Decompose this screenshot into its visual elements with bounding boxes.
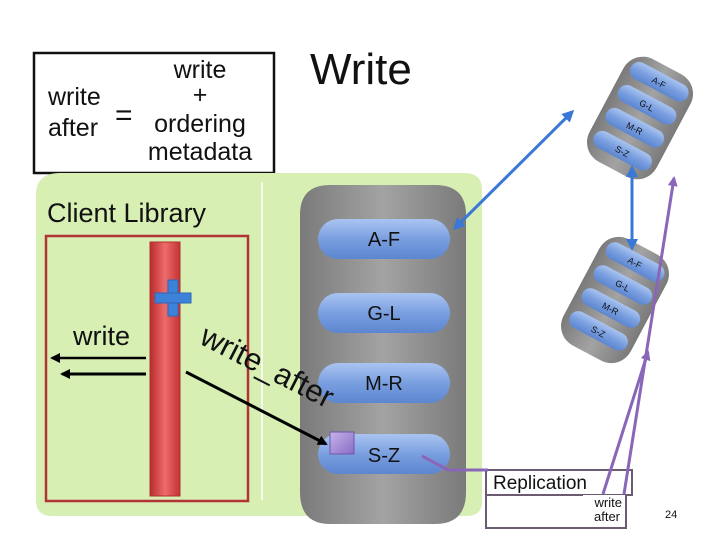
metadata-square — [329, 431, 355, 455]
client-library-label: Client Library — [47, 198, 207, 228]
replication-after: after — [594, 509, 621, 524]
replication-link — [421, 454, 488, 472]
replication-arrow-top — [452, 109, 575, 231]
equation-rhs-ordering: ordering — [154, 110, 246, 138]
shard-af: A-F — [318, 219, 450, 259]
write-after-arrow — [185, 370, 328, 446]
shard-mr: M-R — [318, 363, 450, 403]
shard-mr-label: M-R — [365, 373, 403, 395]
replication-box: Replication write after — [485, 469, 633, 529]
equation-equals: = — [115, 99, 133, 132]
shard-sz-label: S-Z — [368, 445, 400, 467]
shard-gl-label: G-L — [367, 303, 400, 325]
plus-icon — [154, 279, 192, 317]
shard-gl: G-L — [318, 293, 450, 333]
equation-lhs-after: after — [48, 114, 98, 142]
client-write-bar — [149, 241, 181, 497]
replication-arrow-purple-top — [622, 176, 678, 495]
equation-lhs-write: write — [47, 83, 101, 111]
equation-rhs-metadata: metadata — [148, 138, 252, 166]
slide-title: Write — [310, 45, 412, 94]
client-library-box — [44, 234, 250, 503]
equation-rhs-write: write — [173, 56, 227, 84]
write-label: write — [72, 321, 130, 351]
middle-replica-server: A-F G-L M-R S-Z — [561, 236, 669, 364]
shard-af-label: A-F — [368, 229, 400, 251]
equation-box — [32, 51, 276, 175]
replication-write: write — [594, 495, 622, 510]
page-number: 24 — [665, 509, 677, 521]
equation-rhs-plus: + — [193, 81, 208, 109]
top-replica-server: A-F G-L M-R S-Z — [586, 56, 694, 180]
replication-arrow-purple-middle — [601, 350, 651, 495]
replication-label: Replication — [493, 473, 587, 494]
